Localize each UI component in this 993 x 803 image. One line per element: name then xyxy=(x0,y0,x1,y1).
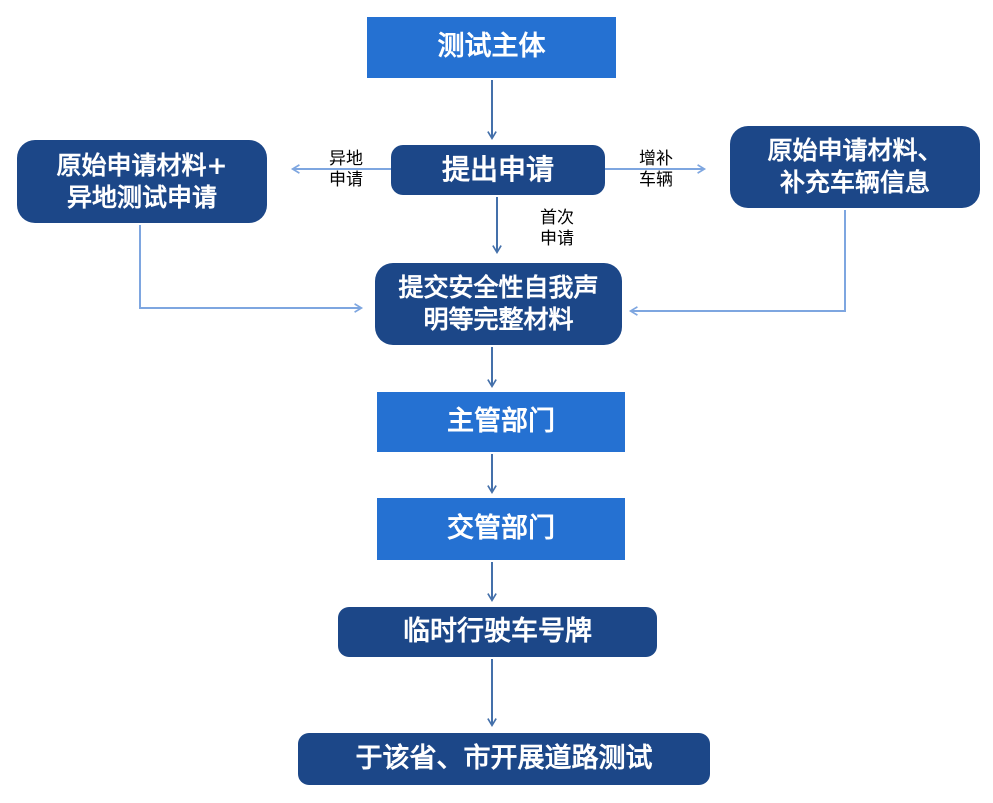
node-remote-materials-label: 原始申请材料+ 异地测试申请 xyxy=(56,150,228,212)
node-road-test: 于该省、市开展道路测试 xyxy=(298,733,710,785)
node-temporary-plate-label: 临时行驶车号牌 xyxy=(403,615,592,647)
node-submit-application-label: 提出申请 xyxy=(441,153,554,187)
node-remote-materials: 原始申请材料+ 异地测试申请 xyxy=(17,140,267,223)
node-complete-materials: 提交安全性自我声 明等完整材料 xyxy=(375,263,622,345)
node-test-subject-label: 测试主体 xyxy=(437,31,546,63)
node-temporary-plate: 临时行驶车号牌 xyxy=(338,607,657,657)
node-road-test-label: 于该省、市开展道路测试 xyxy=(355,742,653,774)
node-test-subject: 测试主体 xyxy=(367,17,616,78)
connector-supplement-to-complete xyxy=(628,210,846,316)
connector-remote-to-complete xyxy=(139,225,364,313)
edge-label-remote-application: 异地 申请 xyxy=(329,149,363,190)
node-complete-materials-label: 提交安全性自我声 明等完整材料 xyxy=(398,273,599,334)
node-submit-application: 提出申请 xyxy=(391,145,605,195)
node-competent-department-label: 主管部门 xyxy=(447,405,555,437)
node-traffic-department: 交管部门 xyxy=(377,498,625,560)
node-supplement-materials-label: 原始申请材料、 补充车辆信息 xyxy=(767,136,943,197)
edge-label-supplementary-vehicles: 增补 车辆 xyxy=(639,149,673,190)
node-supplement-materials: 原始申请材料、 补充车辆信息 xyxy=(730,126,980,208)
edge-label-first-application: 首次 申请 xyxy=(540,208,574,249)
node-traffic-department-label: 交管部门 xyxy=(447,512,555,544)
node-competent-department: 主管部门 xyxy=(377,392,625,452)
